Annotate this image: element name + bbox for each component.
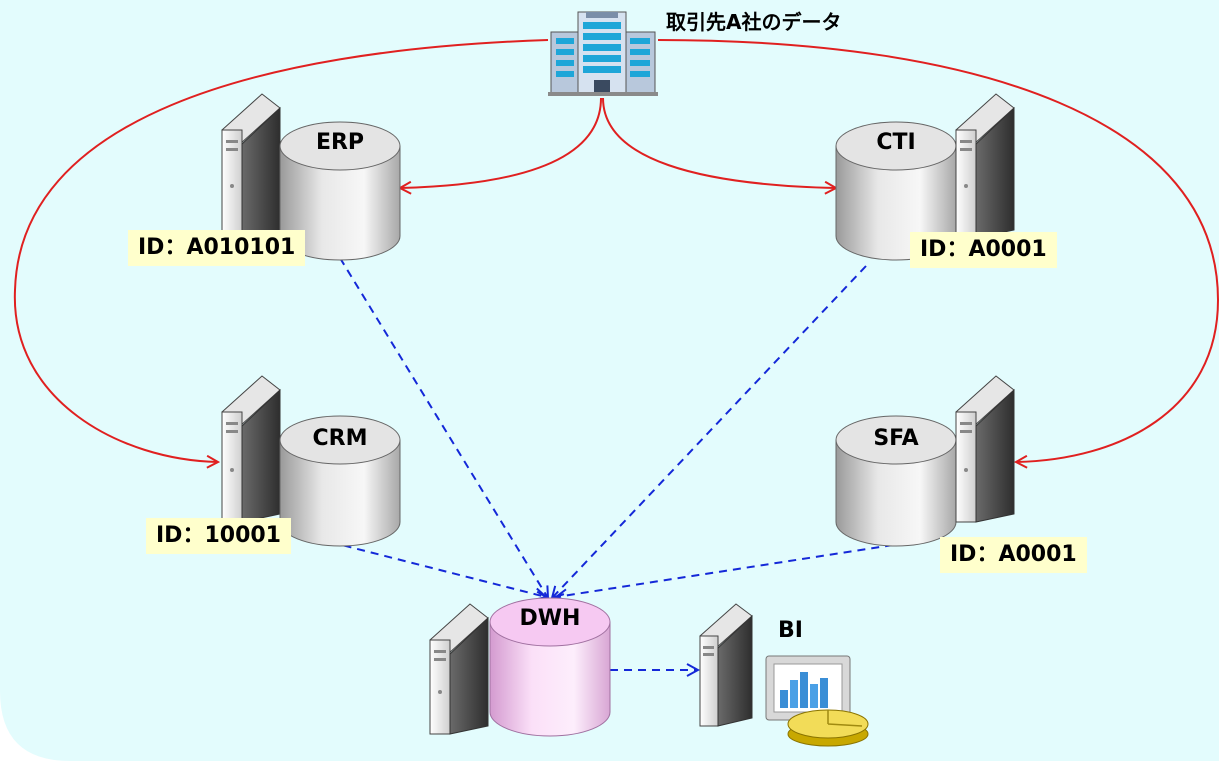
- dwh-database-cylinder: [489, 597, 611, 737]
- company-data-label: 取引先A社のデータ: [666, 10, 842, 34]
- arrow-company-to-crm: [13, 39, 549, 462]
- cti-database-cylinder: [835, 121, 957, 261]
- sfa-database-cylinder: [835, 415, 957, 547]
- arrow-cti-to-dwh: [552, 265, 867, 598]
- arrow-sfa-to-dwh: [556, 544, 894, 597]
- company-building-icon: [548, 11, 658, 96]
- arrow-crm-to-dwh: [329, 541, 546, 597]
- erp-label: ERP: [315, 130, 365, 155]
- dwh-server-icon: [429, 603, 489, 735]
- crm-id-badge: ID：10001: [146, 518, 291, 554]
- sfa-label: SFA: [873, 426, 919, 451]
- erp-server-icon: [221, 93, 281, 239]
- dwh-label: DWH: [519, 606, 581, 631]
- bi-server-icon: [699, 603, 753, 727]
- blue-etl-arrows: [329, 257, 894, 670]
- arrow-company-to-sfa: [657, 39, 1219, 462]
- arrow-company-to-cti: [602, 97, 836, 188]
- cti-id-badge: ID：A0001: [910, 232, 1057, 268]
- red-data-flow-arrows: [13, 39, 1219, 462]
- sfa-server-icon: [955, 375, 1015, 523]
- arrow-erp-to-dwh: [339, 257, 548, 598]
- arrow-company-to-erp: [400, 97, 602, 188]
- erp-database-cylinder: [279, 121, 401, 261]
- erp-id-badge: ID：A010101: [128, 230, 306, 266]
- crm-server-icon: [221, 375, 281, 523]
- bi-label: BI: [778, 618, 803, 643]
- cti-label: CTI: [876, 130, 916, 155]
- bi-dashboard-icon: [765, 655, 869, 747]
- crm-label: CRM: [312, 426, 368, 451]
- cti-server-icon: [955, 93, 1015, 239]
- crm-database-cylinder: [279, 415, 401, 547]
- sfa-id-badge: ID：A0001: [940, 537, 1087, 573]
